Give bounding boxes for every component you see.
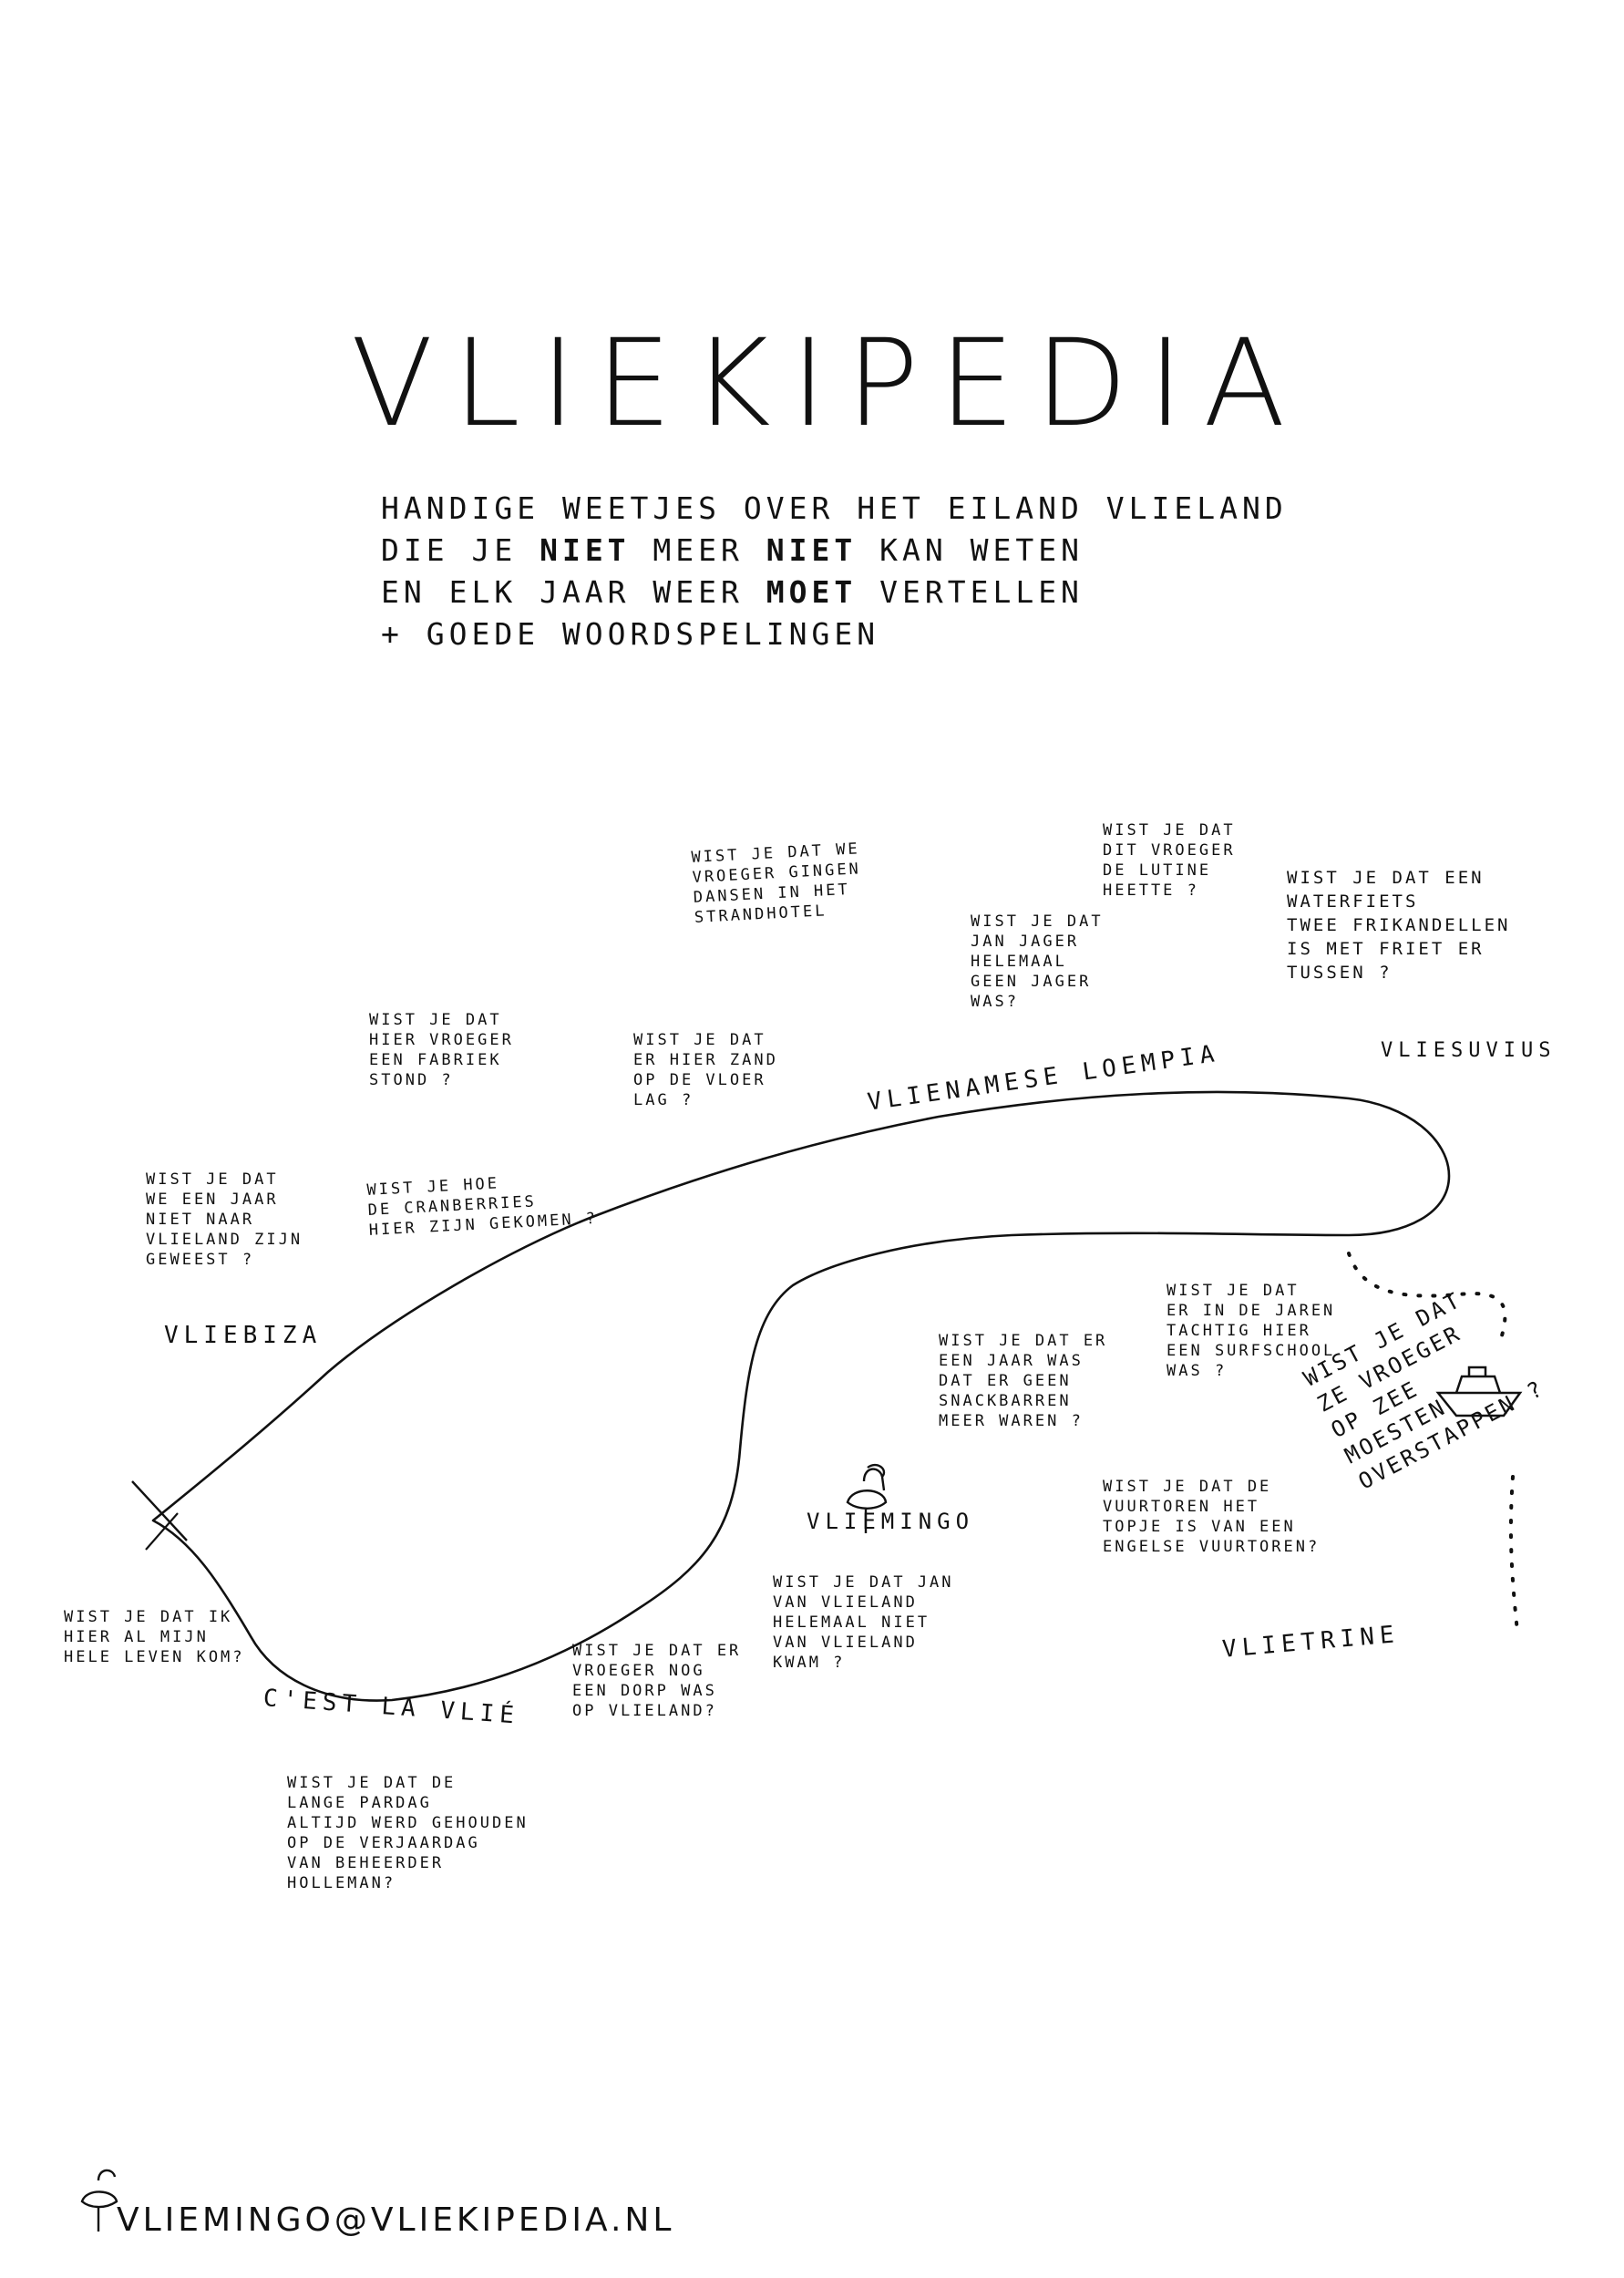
fact-hier-al-mijn-leven: WIST JE DAT IK HIER AL MIJN HELE LEVEN K… (64, 1608, 245, 1666)
fact-surfschool: WIST JE DAT ER IN DE JAREN TACHTIG HIER … (1167, 1282, 1336, 1380)
subtitle-line-2-a: DIE JE (381, 532, 540, 568)
fact-lutine: WIST JE DAT DIT VROEGER DE LUTINE HEETTE… (1103, 821, 1236, 900)
flamingo-icon (846, 1463, 888, 1533)
fact-vuurtoren: WIST JE DAT DE VUURTOREN HET TOPJE IS VA… (1103, 1478, 1321, 1556)
footer-email[interactable]: VLIEMINGO@VLIEKIPEDIA.NL (117, 2201, 675, 2239)
subtitle-line-1: HANDIGE WEETJES OVER HET EILAND VLIELAND (381, 490, 1288, 526)
island-outline (151, 1090, 1451, 1702)
west-tip-line-2 (145, 1512, 179, 1551)
subtitle-line-3-c: VERTELLEN (857, 574, 1084, 610)
subtitle-line-2-b: NIET (540, 532, 631, 568)
fact-snackbarren: WIST JE DAT ER EEN JAAR WAS DAT ER GEEN … (939, 1332, 1108, 1430)
place-vliesuvius: VLIESUVIUS (1381, 1039, 1557, 1062)
fact-jan-jager: WIST JE DAT JAN JAGER HELEMAAL GEEN JAGE… (971, 912, 1104, 1011)
fact-dorp: WIST JE DAT ER VROEGER NOG EEN DORP WAS … (572, 1642, 742, 1720)
subtitle-block: HANDIGE WEETJES OVER HET EILAND VLIELAND… (381, 488, 1288, 655)
place-vliemingo: VLIEMINGO (807, 1509, 975, 1534)
subtitle-line-3-b: MOET (766, 574, 858, 610)
fact-waterfiets: WIST JE DAT EEN WATERFIETS TWEE FRIKANDE… (1287, 868, 1511, 983)
fact-cranberries: WIST JE HOE DE CRANBERRIES HIER ZIJN GEK… (366, 1174, 599, 1240)
subtitle-line-2-d: NIET (766, 532, 858, 568)
subtitle-line-3-a: EN ELK JAAR WEER (381, 574, 766, 610)
subtitle-line-3: EN ELK JAAR WEER MOET VERTELLEN (381, 572, 1288, 613)
fact-fabriek: WIST JE DAT HIER VROEGER EEN FABRIEK STO… (369, 1011, 514, 1089)
fact-strandhotel: WIST JE DAT WE VROEGER GINGEN DANSEN IN … (691, 840, 862, 927)
ferry-route-dots (1347, 1252, 1519, 1634)
fact-een-jaar-niet: WIST JE DAT WE EEN JAAR NIET NAAR VLIELA… (146, 1170, 303, 1269)
fact-jan-van-vlieland: WIST JE DAT JAN VAN VLIELAND HELEMAAL NI… (773, 1573, 954, 1672)
fact-zand: WIST JE DAT ER HIER ZAND OP DE VLOER LAG… (633, 1031, 778, 1109)
subtitle-line-4: + GOEDE WOORDSPELINGEN (381, 616, 880, 652)
subtitle-line-2-c: MEER (630, 532, 766, 568)
ferry-icon (1435, 1366, 1523, 1417)
subtitle-line-2-e: KAN WETEN (857, 532, 1084, 568)
west-tip-line-1 (131, 1480, 188, 1541)
place-vliebiza: VLIEBIZA (164, 1322, 323, 1349)
page-title: VLIEKIPEDIA (351, 314, 1306, 454)
subtitle-line-2: DIE JE NIET MEER NIET KAN WETEN (381, 530, 1288, 572)
footer-flamingo-icon (80, 2169, 118, 2232)
fact-lange-pardag: WIST JE DAT DE LANGE PARDAG ALTIJD WERD … (287, 1774, 529, 1892)
